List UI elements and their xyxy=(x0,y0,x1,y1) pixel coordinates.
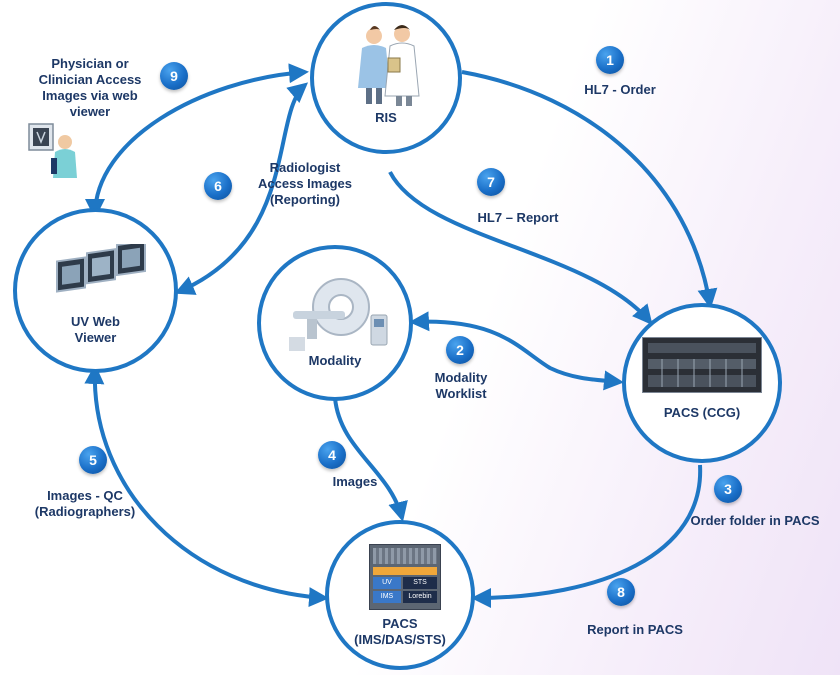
server-rack-icon xyxy=(642,337,762,393)
pacs-ims-node: UV STS IMS Lorebin PACS (IMS/DAS/STS) xyxy=(325,520,475,670)
pacs-ccg-node: PACS (CCG) xyxy=(622,303,782,463)
panel-uv: UV xyxy=(373,577,401,589)
ris-node: RIS xyxy=(310,2,462,154)
step-label-3: Order folder in PACS xyxy=(690,513,820,528)
arrow-hl7-report xyxy=(388,171,653,326)
step-label-7: HL7 – Report xyxy=(477,210,559,225)
step-badge-5: 5 xyxy=(79,446,107,474)
step-label-5: Images - QC (Radiographers) xyxy=(34,488,136,519)
clinicians-icon xyxy=(358,25,420,106)
uv-viewer-node: UV Web Viewer xyxy=(13,208,178,373)
step-badge-8: 8 xyxy=(607,578,635,606)
step-badge-3: 3 xyxy=(714,475,742,503)
arrow-images-qc xyxy=(84,364,329,608)
step-label-9: Physician or Clinician Access Images via… xyxy=(38,56,142,119)
ris-label: RIS xyxy=(375,110,397,125)
server-panel-icon: UV STS IMS Lorebin xyxy=(369,544,441,610)
arrow-hl7-order xyxy=(461,70,718,309)
step-badge-7: 7 xyxy=(477,168,505,196)
step-badge-9: 9 xyxy=(160,62,188,90)
physician-viewer-icon xyxy=(28,123,77,178)
monitors-icon xyxy=(56,244,146,293)
step-badge-4: 4 xyxy=(318,441,346,469)
step-label-1: HL7 - Order xyxy=(584,82,656,97)
panel-lorebin: Lorebin xyxy=(403,591,437,603)
uv-viewer-label: UV Web Viewer xyxy=(71,314,120,345)
arrow-images xyxy=(333,397,408,522)
modality-node: Modality xyxy=(257,245,413,401)
arrow-order-folder xyxy=(471,464,703,608)
scanner-icon xyxy=(289,278,388,351)
modality-label: Modality xyxy=(308,353,362,368)
arrow-modality-worklist xyxy=(409,311,624,391)
step-badge-6: 6 xyxy=(204,172,232,200)
step-label-4: Images xyxy=(332,474,378,489)
step-label-2: Modality Worklist xyxy=(434,370,488,401)
panel-ims: IMS xyxy=(373,591,401,603)
panel-sts: STS xyxy=(403,577,437,589)
step-label-8: Report in PACS xyxy=(587,622,683,637)
step-badge-2: 2 xyxy=(446,336,474,364)
step-label-6: Radiologist Access Images (Reporting) xyxy=(258,160,352,207)
step-badge-1: 1 xyxy=(596,46,624,74)
pacs-ims-label: PACS (IMS/DAS/STS) xyxy=(354,616,446,647)
pacs-ccg-label: PACS (CCG) xyxy=(663,405,741,420)
arrow-web-viewer-access xyxy=(85,63,309,219)
